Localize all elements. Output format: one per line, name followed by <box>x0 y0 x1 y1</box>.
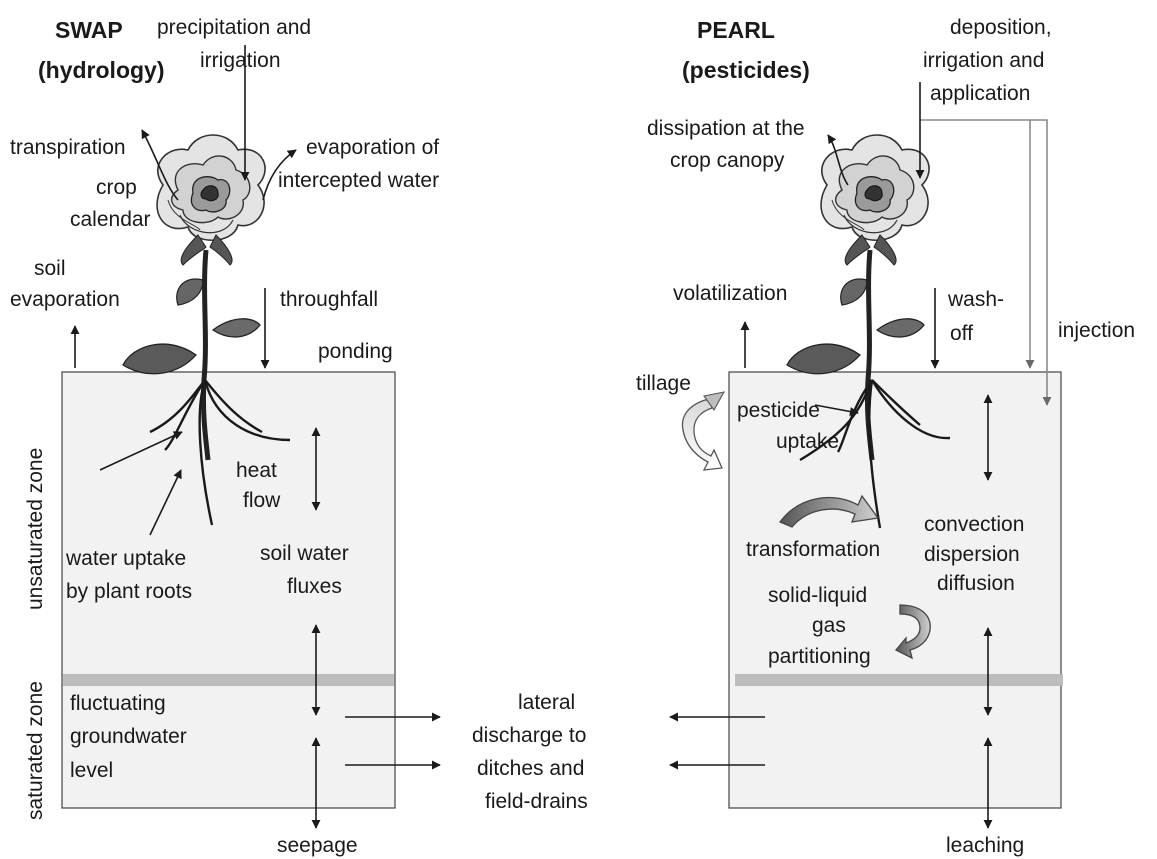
water-uptake-label: water uptake <box>65 547 186 570</box>
groundwater-label-2: groundwater <box>70 725 187 748</box>
partitioning-label-3: partitioning <box>768 645 871 668</box>
soil-water-fluxes-label: soil water <box>260 542 349 565</box>
partitioning-label: solid-liquid <box>768 584 867 607</box>
pesticide-uptake-label: pesticide <box>737 399 820 422</box>
injection-label: injection <box>1058 319 1135 342</box>
soil-evaporation-label-2: evaporation <box>10 288 120 311</box>
lateral-label-3: ditches and <box>477 757 584 780</box>
convection-label-2: dispersion <box>924 543 1020 566</box>
lateral-label-4: field-drains <box>485 790 588 813</box>
heat-flow-label: heat <box>236 459 277 482</box>
precipitation-label: precipitation and <box>157 16 311 39</box>
tillage-curved-arrow-icon <box>682 392 724 470</box>
swap-subtitle: (hydrology) <box>38 57 165 83</box>
convection-label: convection <box>924 513 1024 536</box>
evaporation-intercepted-label: evaporation of <box>306 136 439 159</box>
transpiration-label: transpiration <box>10 136 126 159</box>
ponding-label: ponding <box>318 340 393 363</box>
wash-off-label: wash- <box>947 288 1004 311</box>
pearl-title: PEARL <box>697 17 775 43</box>
seepage-label: seepage <box>277 834 358 857</box>
soil-evaporation-label: soil <box>34 257 66 280</box>
lateral-label-2: discharge to <box>472 724 586 747</box>
tillage-label: tillage <box>636 372 691 395</box>
deposition-label-3: application <box>930 82 1030 105</box>
injection-arrow <box>920 120 1047 405</box>
lateral-label: lateral <box>518 691 575 714</box>
volatilization-label: volatilization <box>673 282 787 305</box>
heat-flow-label-2: flow <box>243 489 281 512</box>
groundwater-label-3: level <box>70 759 113 782</box>
pearl-subtitle: (pesticides) <box>682 57 810 83</box>
partitioning-label-2: gas <box>812 614 846 637</box>
lateral-discharge: lateral discharge to ditches and field-d… <box>472 691 588 813</box>
swap-water-table <box>63 674 394 686</box>
saturated-zone-label: saturated zone <box>24 681 47 820</box>
crop-calendar-label-2: calendar <box>70 208 151 231</box>
swap-title: SWAP <box>55 17 123 43</box>
swap-panel: SWAP (hydrology) precipitation and irrig… <box>10 16 440 857</box>
throughfall-label: throughfall <box>280 288 378 311</box>
dissipation-label-2: crop canopy <box>670 149 785 172</box>
precipitation-label-2: irrigation <box>200 49 281 72</box>
unsaturated-zone-label: unsaturated zone <box>24 448 47 610</box>
dissipation-label: dissipation at the <box>647 117 805 140</box>
deposition-label: deposition, <box>950 16 1052 39</box>
transformation-label: transformation <box>746 538 880 561</box>
crop-calendar-label: crop <box>96 176 137 199</box>
water-uptake-label-2: by plant roots <box>66 580 192 603</box>
groundwater-label: fluctuating <box>70 692 166 715</box>
evaporation-intercepted-label-2: intercepted water <box>278 169 439 192</box>
pearl-panel: PEARL (pesticides) deposition, irrigatio… <box>636 16 1135 857</box>
pearl-water-table <box>735 674 1063 686</box>
deposition-label-2: irrigation and <box>923 49 1044 72</box>
wash-off-label-2: off <box>950 322 973 345</box>
pesticide-uptake-label-2: uptake <box>776 430 839 453</box>
leaching-label: leaching <box>946 834 1024 857</box>
soil-water-fluxes-label-2: fluxes <box>287 575 342 598</box>
convection-label-3: diffusion <box>937 572 1015 595</box>
